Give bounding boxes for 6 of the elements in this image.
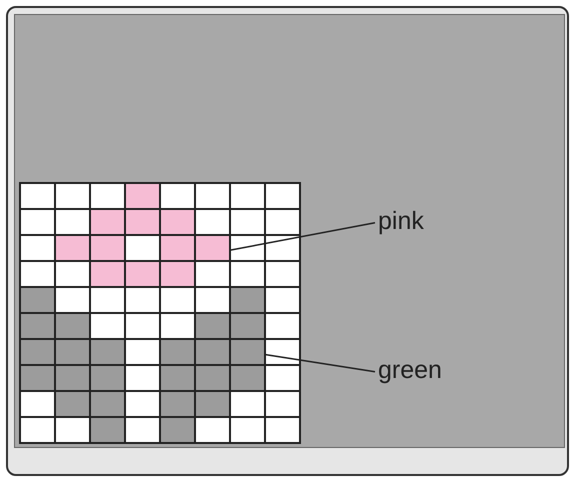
grid-cell: [196, 236, 229, 260]
leader-line: [264, 354, 376, 372]
label-text: pink: [378, 209, 424, 234]
label-text: green: [378, 358, 442, 383]
grid-cell: [231, 340, 264, 364]
leader-line: [228, 222, 376, 252]
